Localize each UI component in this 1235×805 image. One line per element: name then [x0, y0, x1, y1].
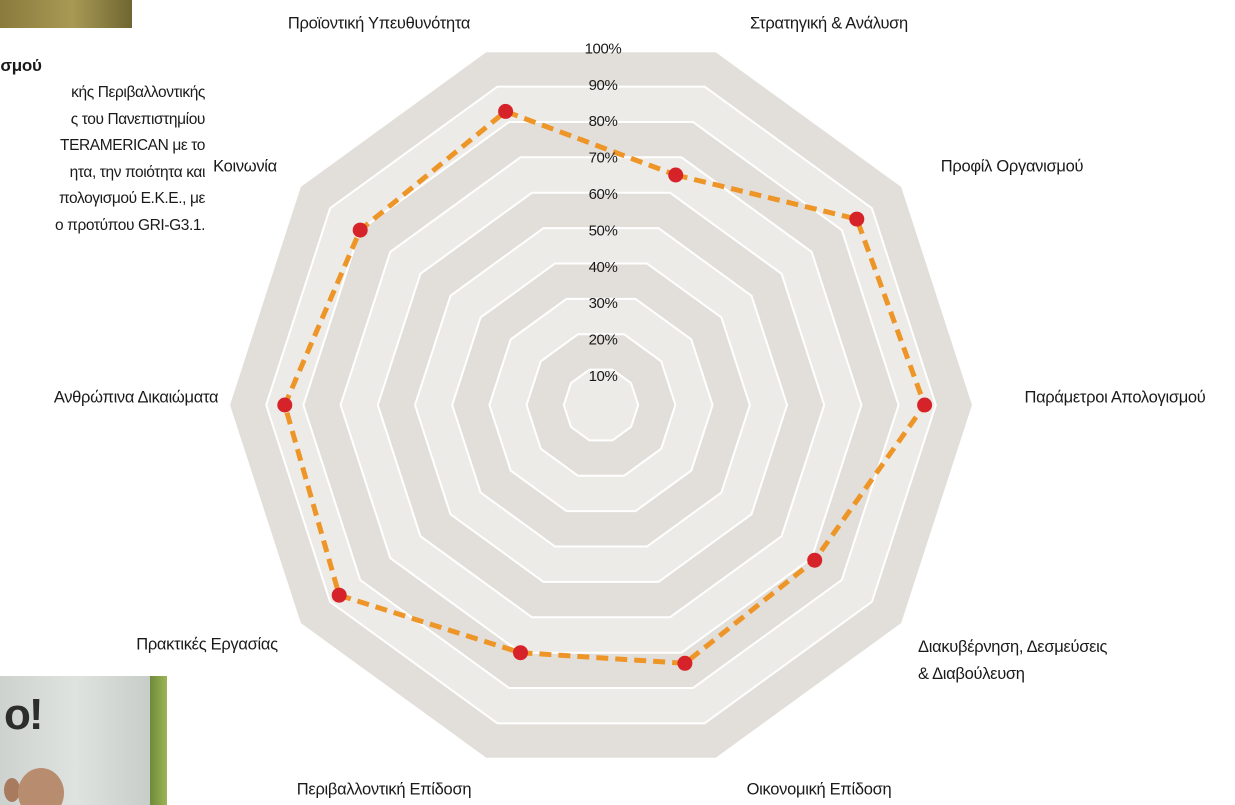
tick-label: 80% — [589, 113, 618, 130]
radial-tick-labels: 10% 20% 30% 40% 50% 60% 70% 80% 90% 100% — [585, 40, 622, 385]
photo-top-left — [0, 0, 132, 28]
category-label: Πρακτικές Εργασίας — [136, 635, 278, 653]
radar-grid — [227, 50, 975, 760]
tick-label: 100% — [585, 40, 622, 57]
photo-banner-text: o! — [4, 690, 44, 739]
category-label: Περιβαλλοντική Επίδοση — [297, 780, 472, 798]
grid-ring — [562, 368, 640, 442]
left-text-heading: ισμού — [0, 56, 42, 75]
tick-label: 10% — [589, 368, 618, 385]
data-point — [331, 587, 347, 603]
tick-label: 70% — [589, 150, 618, 167]
data-point — [513, 645, 528, 661]
data-point — [352, 222, 368, 238]
data-point — [849, 211, 865, 227]
left-text-line: ο προτύπου GRI-G3.1. — [55, 216, 205, 234]
category-label: Ανθρώπινα Δικαιώματα — [54, 388, 219, 406]
category-label: Προϊοντική Υπευθυνότητα — [288, 14, 471, 32]
radar-series — [277, 103, 933, 671]
tick-label: 50% — [589, 222, 618, 239]
category-label: Στρατηγική & Ανάλυση — [750, 14, 908, 32]
tick-label: 30% — [589, 295, 618, 312]
photo-person-ear — [4, 778, 20, 802]
photo-bottom-left: o! — [0, 676, 167, 805]
left-text-line: ς του Πανεπιστημίου — [70, 110, 206, 128]
data-point — [498, 103, 514, 119]
data-point — [677, 655, 693, 671]
left-text-line: πολογισμού Ε.Κ.Ε., με — [58, 190, 205, 208]
tick-label: 60% — [589, 186, 618, 203]
category-label: Διακυβέρνηση, Δεσμεύσεις & Διαβούλευση — [918, 638, 1111, 683]
photo-green-pole — [150, 676, 167, 805]
photo-person-head — [18, 768, 64, 805]
left-text-block: ισμού κής Περιβαλλοντικής ς του Πανεπιστ… — [0, 56, 205, 240]
left-text-line: ΤΕRAMERICAN με το — [60, 137, 205, 155]
tick-label: 90% — [589, 77, 618, 94]
category-label: Παράμετροι Απολογισμού — [1024, 388, 1205, 406]
left-text-line: ητα, την ποιότητα και — [69, 163, 206, 181]
data-point — [277, 397, 293, 413]
left-text-lines: κής Περιβαλλοντικής ς του Πανεπιστημίου … — [0, 80, 205, 240]
tick-label: 20% — [589, 332, 618, 349]
data-point — [917, 397, 933, 413]
data-point — [668, 167, 684, 183]
category-label: Προφίλ Οργανισμού — [941, 157, 1084, 175]
left-text-line: κής Περιβαλλοντικής — [71, 84, 205, 101]
data-point — [807, 552, 823, 568]
category-label: Κοινωνία — [213, 157, 278, 175]
category-label: Οικονομική Επίδοση — [747, 780, 892, 798]
tick-label: 40% — [589, 259, 618, 276]
